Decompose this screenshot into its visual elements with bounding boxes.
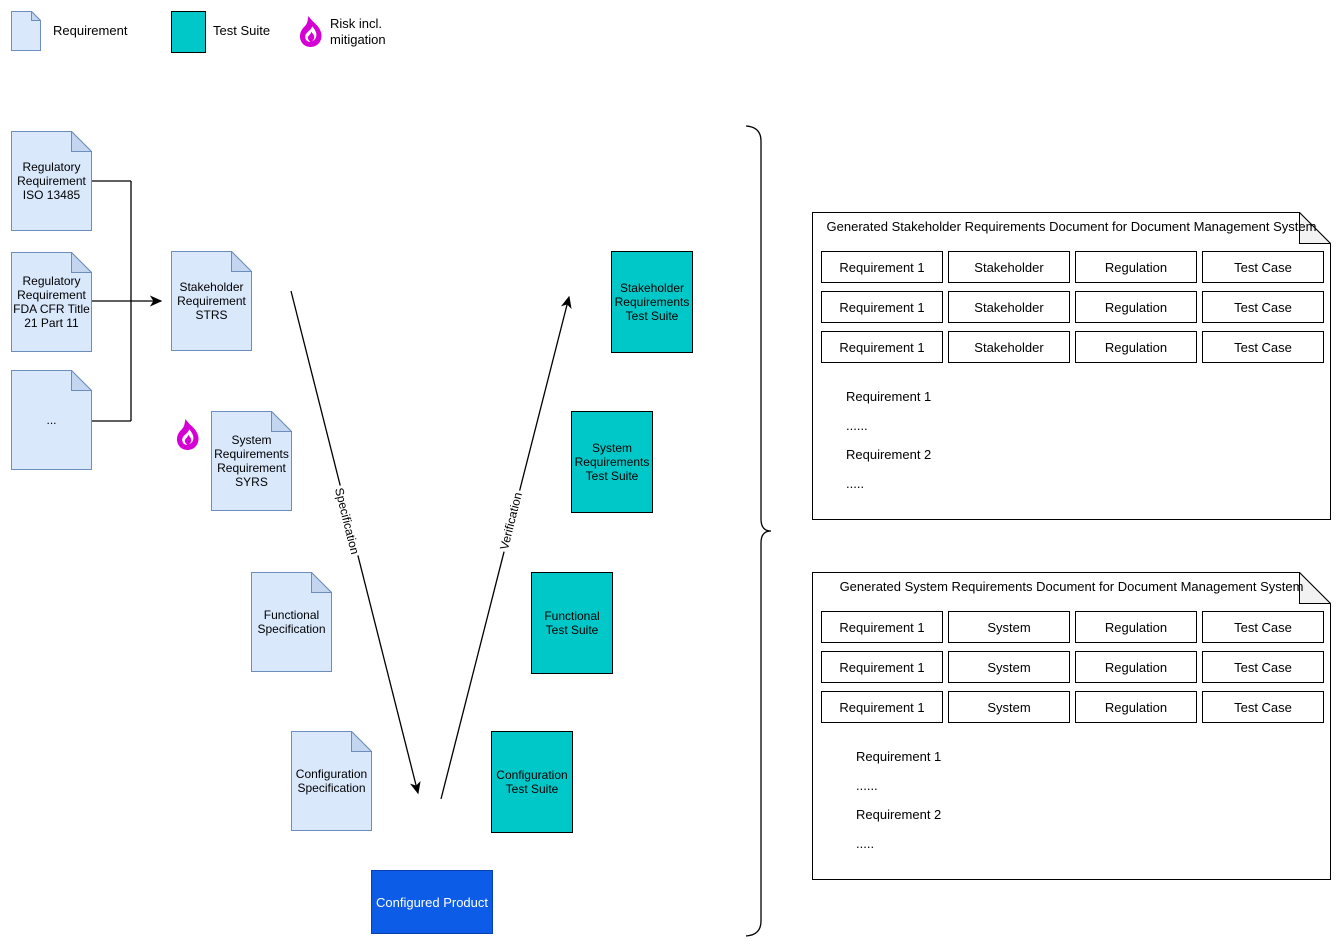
doc-label: Regulatory Requirement ISO 13485 xyxy=(17,160,86,202)
legend-test-suite-label: Test Suite xyxy=(213,23,271,38)
doc-body-line: ...... xyxy=(856,778,878,793)
table-cell: Regulation xyxy=(1075,611,1197,643)
test-suite-stakeholder-requirements: Stakeholder Requirements Test Suite xyxy=(611,251,693,353)
document-icon xyxy=(11,11,41,51)
doc-label: Functional Specification xyxy=(257,608,326,636)
table-cell: Requirement 1 xyxy=(821,691,943,723)
doc-regulatory-fda-cfr: Regulatory Requirement FDA CFR Title 21 … xyxy=(11,252,92,352)
generated-doc-title: Generated Stakeholder Requirements Docum… xyxy=(826,219,1317,234)
doc-regulatory-more: ... xyxy=(11,370,92,470)
table-cell: Regulation xyxy=(1075,691,1197,723)
doc-label: Regulatory Requirement FDA CFR Title 21 … xyxy=(13,274,90,330)
table-cell: System xyxy=(948,611,1070,643)
table-cell: Requirement 1 xyxy=(821,291,943,323)
document-sheet-icon xyxy=(812,212,1331,520)
table-cell: Regulation xyxy=(1075,331,1197,363)
test-suite-functional: Functional Test Suite xyxy=(531,572,613,674)
doc-configuration-specification: Configuration Specification xyxy=(291,731,372,831)
table-cell: Test Case xyxy=(1202,331,1324,363)
doc-label: System Requirements Requirement SYRS xyxy=(214,433,289,489)
table-cell: System xyxy=(948,691,1070,723)
verification-edge-label: Verification xyxy=(496,488,526,554)
document-icon xyxy=(251,572,332,672)
table-cell: Requirement 1 xyxy=(821,331,943,363)
configured-product-node: Configured Product xyxy=(371,870,493,934)
test-suite-system-requirements: System Requirements Test Suite xyxy=(571,411,653,513)
document-icon xyxy=(11,131,92,231)
grouping-brace xyxy=(745,125,772,937)
document-icon xyxy=(171,251,252,351)
table-cell: Regulation xyxy=(1075,651,1197,683)
doc-body-line: Requirement 2 xyxy=(846,447,932,462)
table-cell: Test Case xyxy=(1202,611,1324,643)
document-icon xyxy=(11,370,92,470)
doc-system-requirements-syrs: System Requirements Requirement SYRS xyxy=(211,411,292,511)
table-cell: Test Case xyxy=(1202,251,1324,283)
generated-doc-title: Generated System Requirements Document f… xyxy=(839,579,1304,594)
document-icon xyxy=(211,411,292,511)
specification-edge-label: Specification xyxy=(331,484,363,558)
generated-stakeholder-requirements-document: Generated Stakeholder Requirements Docum… xyxy=(812,212,1331,520)
doc-functional-specification: Functional Specification xyxy=(251,572,332,672)
generated-system-requirements-document: Generated System Requirements Document f… xyxy=(812,572,1331,880)
table-cell: System xyxy=(948,651,1070,683)
table-cell: Requirement 1 xyxy=(821,651,943,683)
doc-body-line: ..... xyxy=(856,836,875,851)
table-cell: Regulation xyxy=(1075,251,1197,283)
doc-regulatory-iso-13485: Regulatory Requirement ISO 13485 xyxy=(11,131,92,231)
table-cell: Stakeholder xyxy=(948,291,1070,323)
doc-label: Configuration Specification xyxy=(295,767,368,795)
doc-body-line: Requirement 1 xyxy=(846,389,932,404)
doc-label: Stakeholder Requirement STRS xyxy=(177,280,246,322)
table-cell: Regulation xyxy=(1075,291,1197,323)
document-sheet-icon xyxy=(812,572,1331,880)
doc-body-line: ..... xyxy=(846,476,865,491)
doc-label: ... xyxy=(46,413,57,427)
legend-requirement-label: Requirement xyxy=(53,23,128,38)
doc-body-line: Requirement 1 xyxy=(856,749,942,764)
doc-body-line: ...... xyxy=(846,418,868,433)
doc-stakeholder-requirement-strs: Stakeholder Requirement STRS xyxy=(171,251,252,351)
legend-risk-flame-icon xyxy=(298,16,324,53)
document-icon xyxy=(291,731,372,831)
table-cell: Test Case xyxy=(1202,291,1324,323)
legend-requirement-icon xyxy=(11,11,41,51)
table-cell: Requirement 1 xyxy=(821,251,943,283)
table-cell: Requirement 1 xyxy=(821,611,943,643)
legend-risk-label: Risk incl. mitigation xyxy=(330,16,386,47)
table-cell: Test Case xyxy=(1202,691,1324,723)
document-icon xyxy=(11,252,92,352)
legend-test-suite-swatch xyxy=(171,11,206,53)
doc-body-line: Requirement 2 xyxy=(856,807,942,822)
table-cell: Stakeholder xyxy=(948,251,1070,283)
table-cell: Stakeholder xyxy=(948,331,1070,363)
risk-flame-icon xyxy=(175,419,201,456)
test-suite-configuration: Configuration Test Suite xyxy=(491,731,573,833)
table-cell: Test Case xyxy=(1202,651,1324,683)
